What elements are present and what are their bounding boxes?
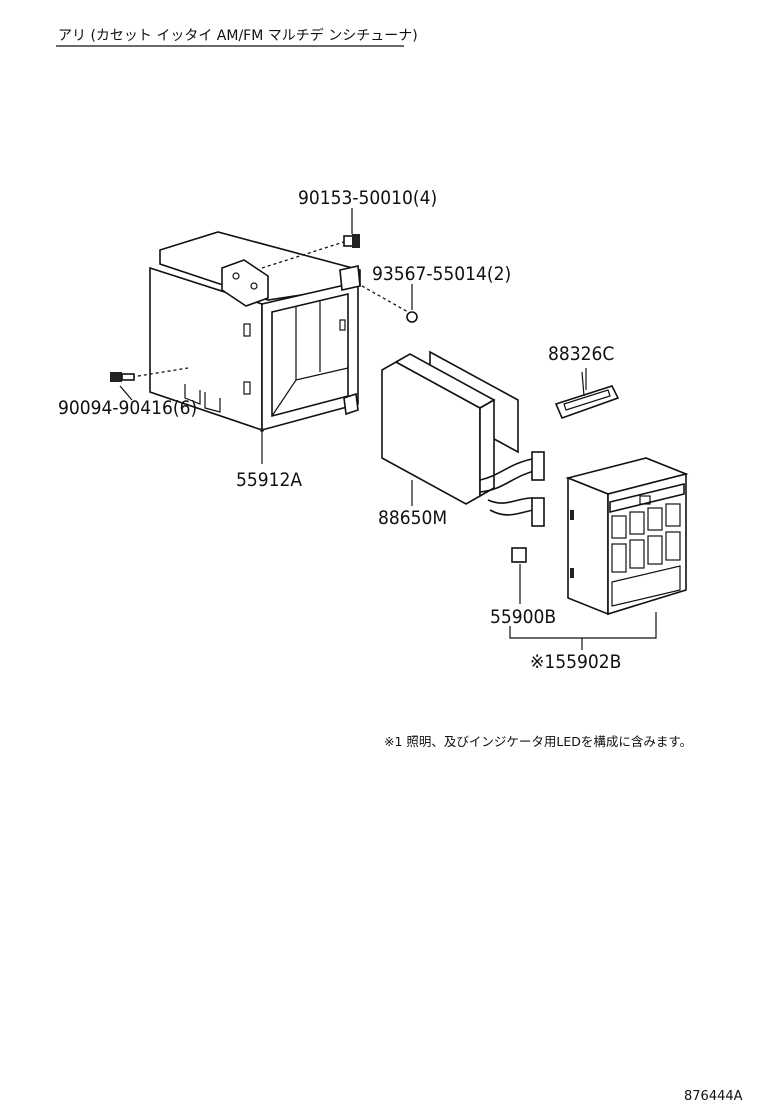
screw-90094-drawing — [110, 367, 189, 382]
panel-55902b-drawing — [511, 457, 689, 616]
bracket-55912a-drawing — [149, 231, 361, 432]
module-88650m-drawing — [381, 350, 545, 527]
nut-93567-drawing — [361, 285, 418, 323]
footnote: ※1 照明、及びインジケータ用LEDを構成に含みます。 — [384, 734, 692, 749]
part-label-55900b: 55900B — [490, 606, 556, 628]
screw-90153-drawing — [261, 234, 360, 269]
part-label-88326c: 88326C — [548, 343, 614, 365]
leader-lines — [119, 208, 657, 650]
led-bar-88326c-drawing — [554, 371, 620, 420]
part-label-93567: 93567-55014(2) — [372, 263, 511, 285]
part-label-55902b: ※155902B — [530, 651, 621, 673]
part-label-88650m: 88650M — [378, 507, 447, 529]
part-label-55912a: 55912A — [236, 469, 302, 491]
part-label-90153: 90153-50010(4) — [298, 187, 437, 209]
part-label-90094: 90094-90416(6) — [58, 397, 197, 419]
figure-number: 876444A — [684, 1089, 743, 1104]
diagram-title: アリ (カセット イッタイ AM/FM マルチデ ンシチューナ) — [58, 27, 418, 44]
